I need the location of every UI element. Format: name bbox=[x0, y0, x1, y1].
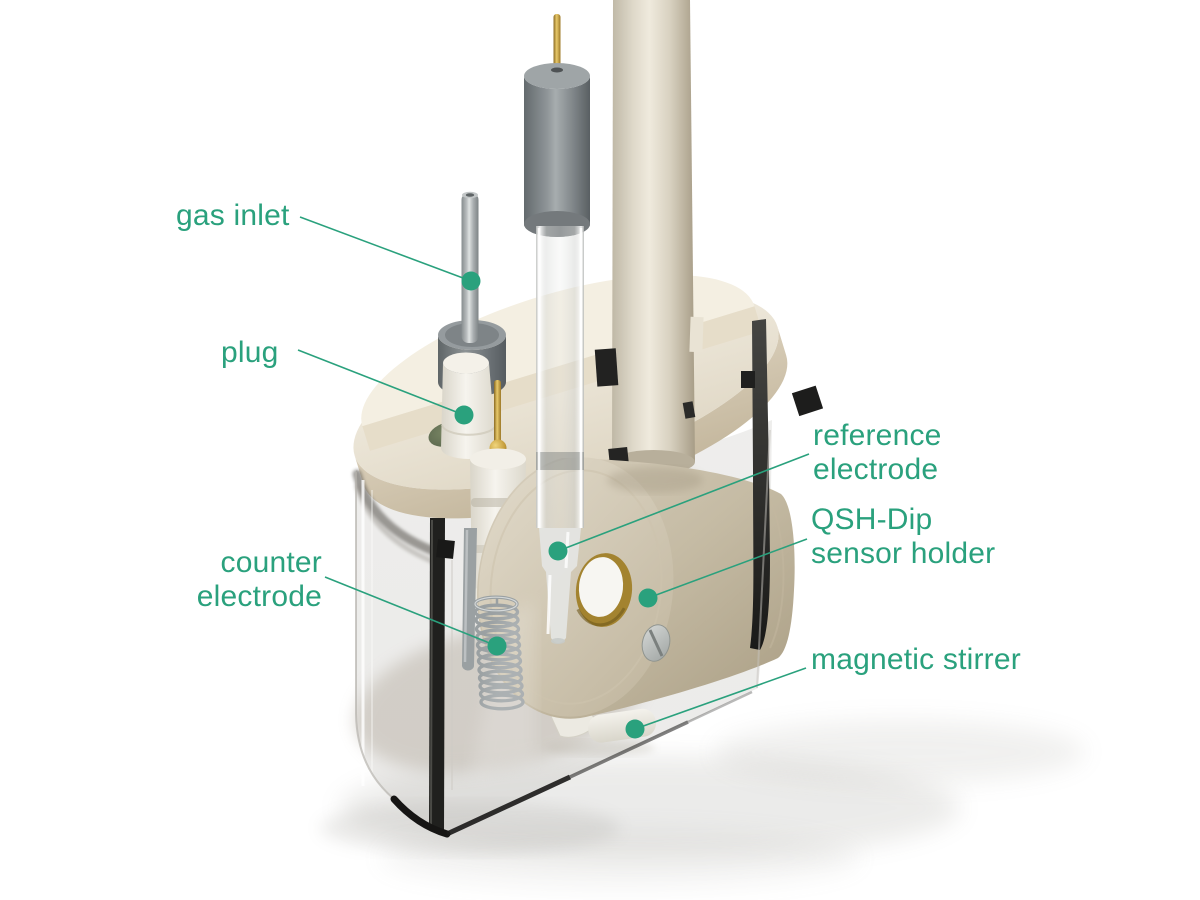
leader-line-magnetic-stirrer bbox=[634, 667, 807, 730]
beaker-rim-arc-inner bbox=[354, 484, 437, 565]
right-frame-post bbox=[741, 319, 770, 650]
leader-dots bbox=[454, 271, 658, 739]
plug-part bbox=[441, 352, 496, 459]
label-gas-inlet: gas inlet bbox=[176, 199, 290, 232]
leader-dot-gas-inlet bbox=[461, 271, 481, 291]
inner-gas-rod bbox=[461, 528, 477, 671]
leader-dot-plug bbox=[454, 405, 474, 425]
leader-line-qsh-dip bbox=[647, 538, 808, 599]
glass-front bbox=[355, 429, 771, 838]
label-qsh-dip-sensor-holder: QSH-Dip sensor holder bbox=[811, 503, 996, 570]
label-magnetic-stirrer: magnetic stirrer bbox=[811, 643, 1021, 676]
label-plug: plug bbox=[221, 336, 279, 369]
beaker-rim-arc bbox=[352, 469, 441, 557]
reference-glass-tube bbox=[536, 226, 584, 644]
leader-dot-reference-electrode bbox=[548, 541, 568, 561]
reference-pin bbox=[553, 14, 561, 72]
leader-line-counter-electrode bbox=[324, 576, 498, 647]
gold-pin bbox=[494, 380, 501, 444]
holder-shaft bbox=[612, 0, 695, 474]
lid-tab bbox=[689, 316, 704, 353]
leader-line-reference-electrode bbox=[557, 453, 810, 552]
leader-dot-magnetic-stirrer bbox=[625, 719, 645, 739]
leader-line-gas-inlet bbox=[299, 216, 472, 282]
label-reference-electrode: reference electrode bbox=[813, 419, 942, 486]
lid-clips bbox=[594, 316, 824, 466]
left-frame-post bbox=[429, 518, 455, 833]
leader-lines bbox=[297, 216, 810, 730]
gas-inlet-tube bbox=[461, 191, 479, 343]
leader-line-plug bbox=[297, 349, 465, 416]
label-counter-electrode: counter electrode bbox=[196, 546, 322, 613]
leader-dot-qsh-dip bbox=[638, 588, 658, 608]
sensor-window bbox=[578, 557, 624, 617]
reference-electrode-cap bbox=[524, 14, 590, 237]
leader-dot-counter-electrode bbox=[487, 636, 507, 656]
